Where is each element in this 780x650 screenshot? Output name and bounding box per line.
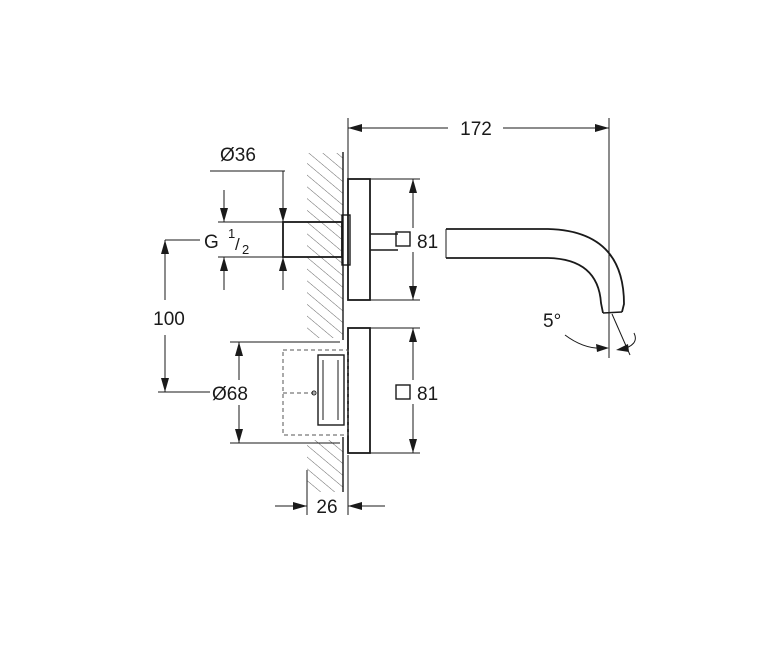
wall-hatch-upper <box>307 153 343 338</box>
dim-100: 100 <box>153 240 210 393</box>
dim-spout-angle: 5° <box>543 311 561 332</box>
square-symbol <box>395 384 411 400</box>
dim-angle: 5° <box>543 311 636 352</box>
thread-denominator: 2 <box>242 242 249 257</box>
dim-lower-plate-label: 81 <box>417 384 438 405</box>
lower-wall-plate <box>282 327 371 454</box>
dim-upper-plate-label: 81 <box>417 232 438 253</box>
thread-slash: / <box>235 235 240 254</box>
dim-upper-plate: 81 <box>370 178 438 301</box>
thread-numerator: 1 <box>228 226 235 241</box>
dim-spout-projection: 172 <box>460 119 492 140</box>
dim-172: 172 <box>347 118 610 300</box>
dim-pipe-diameter-label: Ø36 <box>220 145 256 166</box>
upper-wall-plate <box>341 178 371 301</box>
spout <box>370 228 631 358</box>
supply-pipe <box>282 221 343 258</box>
dim-lower-plate: 81 <box>370 327 438 454</box>
dim-box-diameter: Ø68 <box>212 341 340 444</box>
thread-label: G 1 / 2 <box>165 226 249 257</box>
wall-section <box>307 152 344 492</box>
dim-box-diameter-label: Ø68 <box>212 384 248 405</box>
wall-hatch-lower <box>307 440 343 492</box>
dim-26: 26 <box>275 455 385 518</box>
dim-pipe-diameter: Ø36 <box>210 145 287 290</box>
square-symbol <box>395 231 411 247</box>
dim-spacing: 100 <box>153 309 185 330</box>
dim-plate-depth: 26 <box>316 497 337 518</box>
thread-g: G <box>204 232 219 253</box>
